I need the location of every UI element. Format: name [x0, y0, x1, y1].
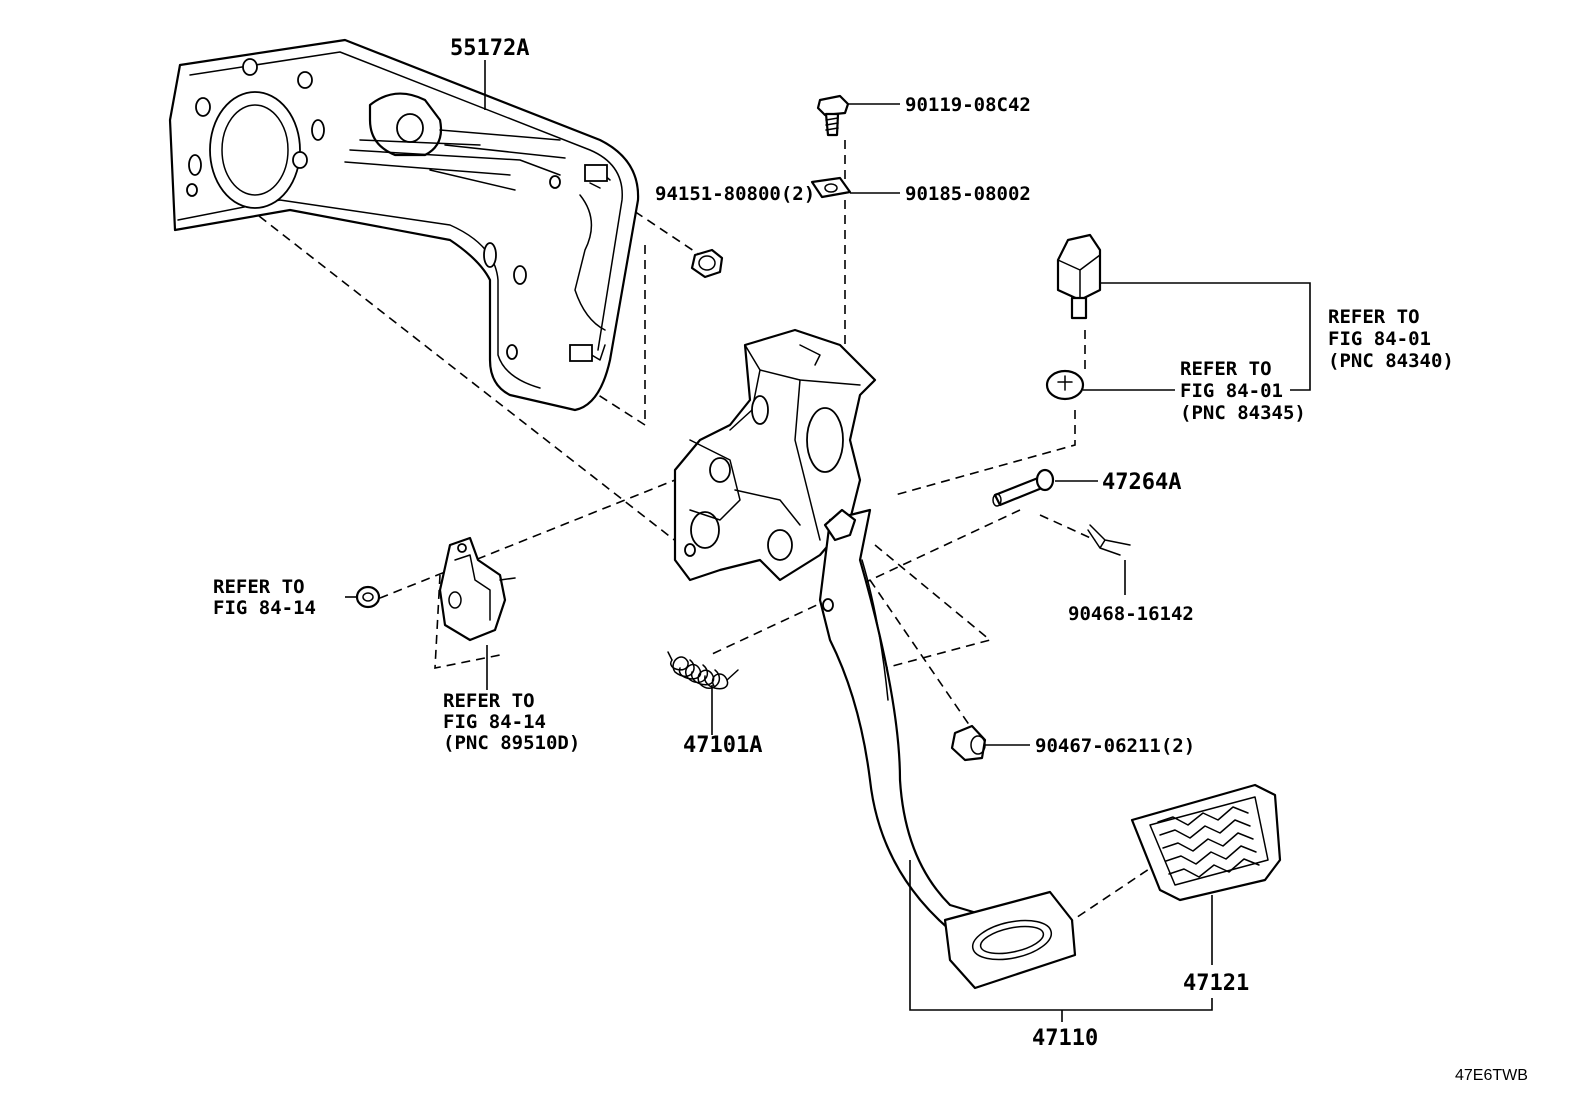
clip-nut-90185 [810, 176, 852, 199]
label-90467-06211: 90467-06211(2) [1035, 735, 1195, 757]
ref-84-14-left-line2: FIG 84-14 [213, 597, 316, 619]
switch-retainer [1045, 369, 1085, 401]
label-47110: 47110 [1032, 1026, 1098, 1051]
bracket-55172A [168, 38, 640, 412]
bushing-90467 [950, 724, 987, 762]
label-90185-08002: 90185-08002 [905, 183, 1031, 205]
label-47264A: 47264A [1102, 470, 1181, 495]
label-55172A: 55172A [450, 36, 529, 61]
label-90119-08C42: 90119-08C42 [905, 94, 1031, 116]
return-spring-47101A [667, 651, 739, 690]
ref-84340-line2: FIG 84-01 [1328, 328, 1431, 350]
ref-84345-line1: REFER TO [1180, 358, 1272, 380]
pedal-pin-47264A [992, 468, 1055, 507]
ref-84345-line3: (PNC 84345) [1180, 402, 1306, 424]
label-94151-80800: 94151-80800(2) [655, 183, 815, 205]
pin-clip-90468 [1087, 524, 1131, 556]
ref-89510D-line3: (PNC 89510D) [443, 732, 580, 754]
label-47101A: 47101A [683, 733, 762, 758]
label-47121: 47121 [1183, 971, 1249, 996]
ref-84345-line2: FIG 84-01 [1180, 380, 1283, 402]
ref-84-14-left-line1: REFER TO [213, 576, 305, 598]
nut-94151 [690, 248, 724, 279]
ref-84340-line1: REFER TO [1328, 306, 1420, 328]
pedal-stroke-sensor [438, 536, 516, 642]
ref-89510D-line2: FIG 84-14 [443, 711, 546, 733]
bolt-90119 [816, 94, 850, 137]
label-90468-16142: 90468-16142 [1068, 603, 1194, 625]
stop-lamp-switch [1056, 233, 1102, 320]
pedal-support-assembly [673, 328, 877, 582]
grommet-fig-84-14 [355, 585, 381, 609]
callout-labels: 55172A 90119-08C42 90185-08002 94151-808… [213, 36, 1528, 1084]
pedal-pad-47121 [1130, 783, 1282, 902]
leader-lines [345, 60, 1311, 1022]
ref-89510D-line1: REFER TO [443, 690, 535, 712]
drawing-code: 47E6TWB [1455, 1067, 1528, 1084]
brake-pedal-arm-47110 [818, 508, 1077, 990]
ref-84340-line3: (PNC 84340) [1328, 350, 1454, 372]
